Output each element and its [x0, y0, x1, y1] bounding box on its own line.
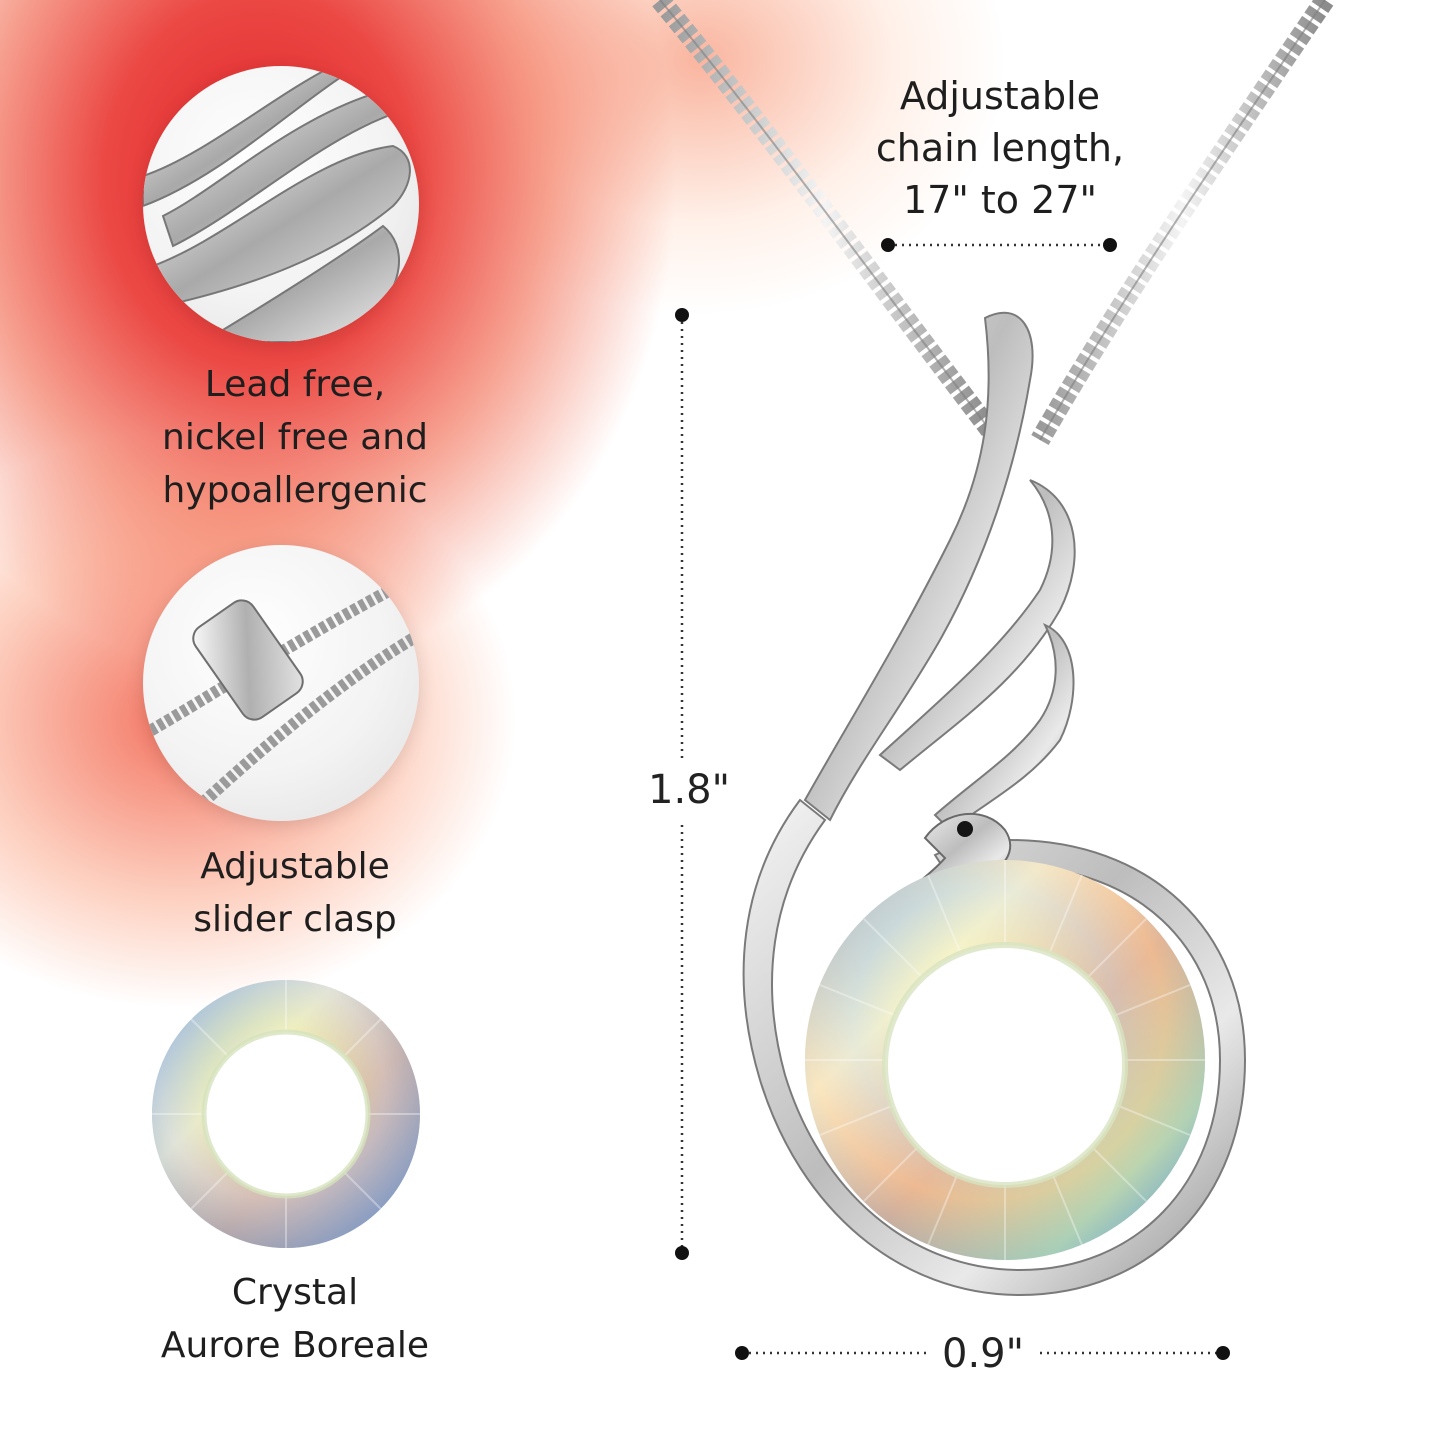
pendant-crystal-hole [885, 945, 1125, 1185]
crystal-ring-icon [152, 980, 420, 1248]
chain-length-guide [881, 238, 1117, 252]
pendant-feather-1 [878, 479, 1076, 772]
feature-caption-slider-clasp: Adjustable slider clasp [130, 840, 460, 946]
width-dimension-label: 0.9" [942, 1331, 1025, 1377]
pendant-body [742, 798, 1247, 1297]
wing-detail-icon [143, 66, 419, 342]
feature-image-wing-detail [143, 66, 419, 342]
pendant-phoenix-head [903, 812, 1012, 900]
caption-line: Lead free, [204, 364, 386, 405]
chain-note-line-3: 17" to 27" [903, 178, 1097, 222]
caption-line: Aurore Boreale [160, 1325, 430, 1366]
caption-line: nickel free and [162, 417, 428, 458]
pendant-bail [803, 311, 1034, 822]
pendant-feather-2 [933, 623, 1075, 832]
height-dimension-label: 1.8" [648, 767, 731, 813]
chain-length-note: Adjustable chain length, 17" to 27" [860, 70, 1140, 226]
slider-clasp-icon [143, 569, 419, 821]
caption-line: hypoallergenic [162, 470, 428, 511]
chain-note-line-1: Adjustable [899, 74, 1101, 118]
caption-line: Adjustable [200, 846, 390, 887]
feature-caption-crystal: Crystal Aurore Boreale [130, 1266, 460, 1372]
pendant-crystal [805, 860, 1205, 1260]
feature-caption-lead-free: Lead free, nickel free and hypoallergeni… [130, 358, 460, 517]
phoenix-eye [957, 821, 973, 837]
feature-image-crystal [150, 978, 422, 1250]
caption-line: slider clasp [193, 899, 397, 940]
chain-note-line-2: chain length, [875, 126, 1125, 170]
feature-image-slider-clasp [143, 545, 419, 821]
caption-line: Crystal [231, 1272, 359, 1313]
